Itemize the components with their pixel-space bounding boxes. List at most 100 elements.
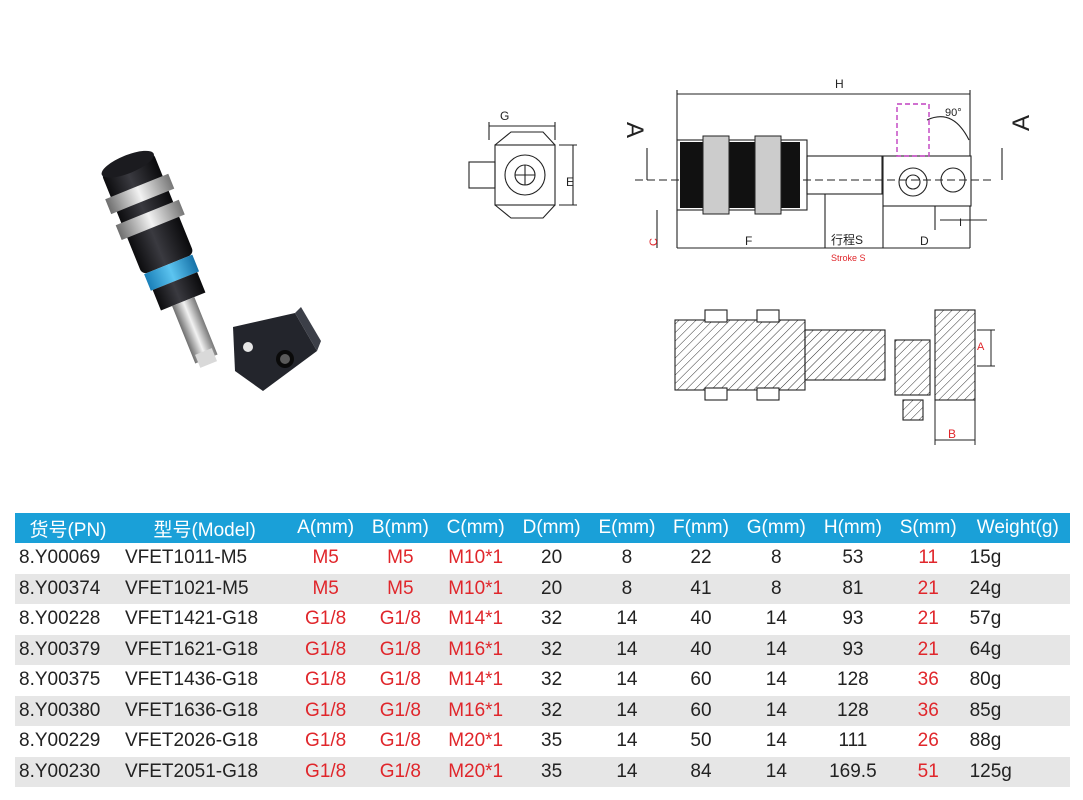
table-cell: M16*1 xyxy=(437,634,514,665)
col-weight: Weight(g) xyxy=(965,513,1070,543)
table-cell: 8.Y00230 xyxy=(15,756,121,787)
table-cell: 14 xyxy=(737,695,815,726)
table-cell: G1/8 xyxy=(305,608,347,630)
label-stroke: 行程S xyxy=(831,232,863,247)
table-cell: VFET1636-G18 xyxy=(120,695,289,726)
table-cell: 35 xyxy=(541,730,563,752)
table-cell: 51 xyxy=(890,756,966,787)
table-cell: 53 xyxy=(842,547,864,569)
table-cell: 35 xyxy=(513,756,590,787)
table-cell: 60 xyxy=(690,669,712,691)
col-h: H(mm) xyxy=(814,513,891,543)
col-s: S(mm) xyxy=(890,513,966,543)
table-cell: 64g xyxy=(965,634,1070,665)
table-cell: 8.Y00374 xyxy=(15,573,121,604)
table-cell: 21 xyxy=(890,634,966,665)
label-b: B xyxy=(948,427,956,441)
table-cell: 24g xyxy=(965,573,1070,604)
table-cell: 93 xyxy=(842,608,864,630)
table-cell: 8.Y00229 xyxy=(19,730,101,752)
table-cell: 8.Y00375 xyxy=(19,669,101,691)
table-cell: M14*1 xyxy=(448,669,504,691)
table-cell: VFET1421-G18 xyxy=(124,608,259,630)
table-cell: 40 xyxy=(690,608,712,630)
table-cell: 32 xyxy=(541,669,563,691)
table-cell: 50 xyxy=(690,730,712,752)
table-cell: 81 xyxy=(814,573,891,604)
table-cell: 11 xyxy=(918,547,939,569)
table-cell: 8.Y00228 xyxy=(19,608,101,630)
table-cell: VFET2051-G18 xyxy=(120,756,289,787)
table-cell: 14 xyxy=(589,695,665,726)
label-angle: 90° xyxy=(945,107,962,119)
table-cell: 57g xyxy=(969,608,1002,630)
table-cell: VFET2026-G18 xyxy=(124,730,259,752)
table-cell: G1/8 xyxy=(288,756,363,787)
label-stroke-en: Stroke S xyxy=(831,253,866,263)
table-cell: 88g xyxy=(969,730,1002,752)
table-cell: 14 xyxy=(765,608,787,630)
table-cell: 14 xyxy=(589,634,665,665)
table-cell: M5 xyxy=(387,547,414,569)
table-cell: 85g xyxy=(965,695,1070,726)
table-cell: 8 xyxy=(771,547,782,569)
table-cell: 60 xyxy=(664,695,738,726)
label-a: A xyxy=(977,341,985,353)
table-cell: 32 xyxy=(513,695,590,726)
table-cell: M5 xyxy=(312,547,339,569)
label-c: C xyxy=(648,238,660,246)
table-header-row: 货号(PN) 型号(Model) A(mm) B(mm) C(mm) D(mm)… xyxy=(15,513,1070,543)
col-e: E(mm) xyxy=(589,513,665,543)
table-cell: M14*1 xyxy=(448,608,504,630)
table-cell: VFET1011-M5 xyxy=(124,547,248,569)
table-cell: 125g xyxy=(965,756,1070,787)
section-mark-right: A xyxy=(1008,115,1035,131)
table-cell: G1/8 xyxy=(288,695,363,726)
table-cell: 32 xyxy=(513,634,590,665)
table-cell: G1/8 xyxy=(379,730,421,752)
table-cell: 8 xyxy=(737,573,815,604)
col-pn: 货号(PN) xyxy=(15,513,121,543)
table-cell: VFET1021-M5 xyxy=(120,573,289,604)
table-cell: 26 xyxy=(917,730,939,752)
table-cell: M16*1 xyxy=(437,695,514,726)
table-cell: M20*1 xyxy=(437,756,514,787)
table-cell: 80g xyxy=(969,669,1002,691)
table-cell: 36 xyxy=(917,669,939,691)
label-h: H xyxy=(835,77,844,91)
table-cell: 8 xyxy=(589,573,665,604)
table-cell: 14 xyxy=(737,756,815,787)
table-cell: 111 xyxy=(838,730,868,752)
table-cell: 36 xyxy=(890,695,966,726)
table-cell: 14 xyxy=(765,669,787,691)
col-model: 型号(Model) xyxy=(120,513,289,543)
side-view-drawing: H 90° A A C F 行程S Stroke S D I xyxy=(621,77,1035,263)
table-cell: M10*1 xyxy=(448,547,504,569)
col-f: F(mm) xyxy=(664,513,738,543)
table-cell: M20*1 xyxy=(448,730,504,752)
table-cell: VFET1621-G18 xyxy=(120,634,289,665)
table-cell: 84 xyxy=(664,756,738,787)
section-view-drawing: B A xyxy=(674,309,995,445)
table-cell: 8.Y00069 xyxy=(19,547,101,569)
table-cell: 93 xyxy=(814,634,891,665)
table-cell: 14 xyxy=(616,669,638,691)
section-mark-left: A xyxy=(621,122,648,138)
label-d: D xyxy=(920,234,929,248)
table-cell: G1/8 xyxy=(379,669,421,691)
label-e: E xyxy=(566,175,574,189)
table-cell: G1/8 xyxy=(363,695,438,726)
table-cell: 20 xyxy=(513,573,590,604)
spec-table: 货号(PN) 型号(Model) A(mm) B(mm) C(mm) D(mm)… xyxy=(15,513,1070,787)
table-cell: 14 xyxy=(737,634,815,665)
table-cell: M10*1 xyxy=(437,573,514,604)
table-cell: 22 xyxy=(690,547,712,569)
table-cell: 15g xyxy=(969,547,1002,569)
table-cell: 21 xyxy=(890,573,966,604)
